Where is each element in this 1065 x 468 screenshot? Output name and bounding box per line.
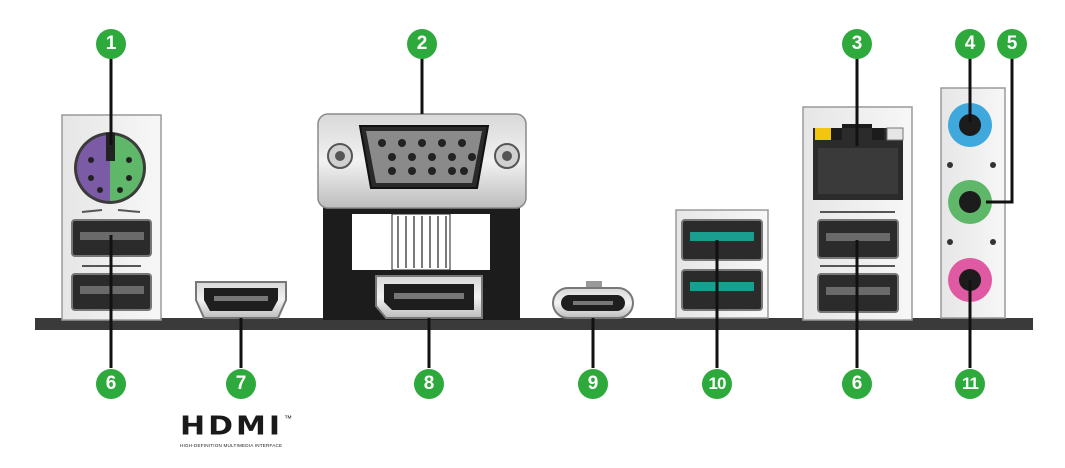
callout-6-right: 6 — [842, 369, 872, 399]
callout-7: 7 — [226, 369, 256, 399]
audio-jack-green — [948, 180, 992, 224]
callout-6-left: 6 — [96, 369, 126, 399]
usb3-port-stack — [675, 209, 769, 319]
audio-jack-blue — [948, 103, 992, 147]
usb3-port-top — [681, 219, 763, 261]
callout-11: 11 — [955, 369, 985, 399]
callout-1: 1 — [96, 29, 126, 59]
hdmi-logo-tagline: HIGH-DEFINITION MULTIMEDIA INTERFACE — [180, 443, 283, 448]
ps2-port — [74, 132, 146, 204]
usb-type-c-port — [552, 281, 634, 319]
board-edge — [35, 318, 1033, 330]
callout-9: 9 — [578, 369, 608, 399]
vga-screw-left — [327, 143, 353, 169]
callout-2: 2 — [407, 29, 437, 59]
lan-led-right — [886, 127, 904, 141]
vga-screw-right — [494, 143, 520, 169]
usb3-port-bottom — [681, 269, 763, 311]
lan-port — [813, 124, 904, 200]
hdmi-logo: HDMI ™ HIGH-DEFINITION MULTIMEDIA INTERF… — [180, 412, 320, 454]
callout-8: 8 — [414, 369, 444, 399]
hdmi-logo-wordmark: HDMI — [180, 411, 284, 442]
hdmi-logo-trademark: ™ — [284, 414, 293, 423]
callout-3: 3 — [842, 29, 872, 59]
displayport-port — [375, 275, 483, 319]
callout-10: 10 — [702, 369, 732, 399]
leader-lines — [109, 58, 1014, 368]
hdmi-port — [195, 281, 287, 319]
vga-displayport-stack — [317, 113, 527, 320]
callout-4: 4 — [955, 29, 985, 59]
lan-led-left — [815, 128, 831, 140]
callout-5: 5 — [997, 29, 1027, 59]
ps2-usb-stack — [61, 114, 162, 321]
